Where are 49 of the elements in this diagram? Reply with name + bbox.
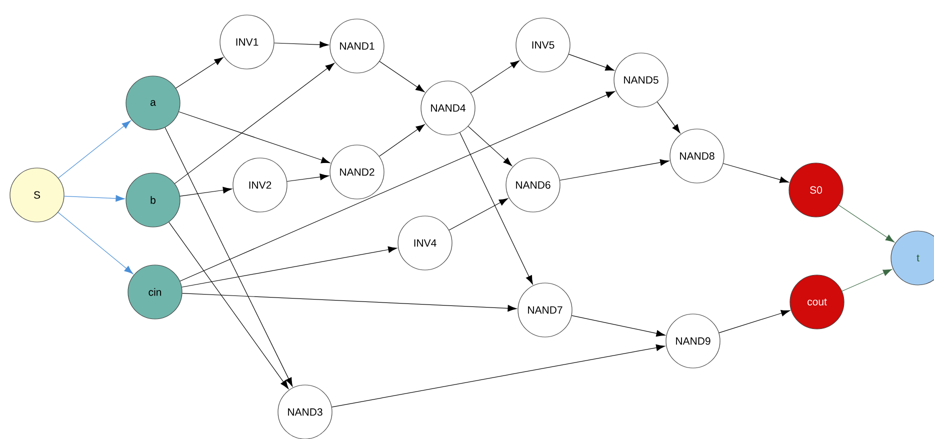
arrow bbox=[656, 102, 680, 134]
gate-node: INV1 bbox=[220, 14, 274, 70]
arrow bbox=[470, 60, 520, 94]
gate-node: INV4 bbox=[398, 216, 452, 270]
arrow bbox=[174, 62, 334, 184]
sink-node: t bbox=[890, 230, 934, 286]
gate-node: NAND1 bbox=[330, 18, 384, 74]
gate-node: NAND5 bbox=[614, 52, 668, 108]
output-node: S0 bbox=[788, 162, 844, 218]
arrow bbox=[58, 212, 134, 274]
arrow bbox=[460, 132, 533, 284]
arrow bbox=[274, 41, 329, 48]
source-node: S bbox=[10, 168, 64, 222]
gate-node: NAND2 bbox=[330, 144, 384, 200]
arrow bbox=[468, 126, 512, 166]
arrow bbox=[560, 159, 670, 181]
arrow bbox=[182, 246, 398, 288]
arrow bbox=[180, 91, 616, 282]
gate-node: NAND7 bbox=[518, 282, 572, 338]
arrow bbox=[286, 174, 329, 182]
arrow bbox=[842, 269, 892, 292]
arrow bbox=[180, 186, 232, 197]
gate-node: INV2 bbox=[232, 158, 288, 212]
arrow bbox=[176, 57, 224, 88]
input-node: a bbox=[126, 76, 180, 130]
gate-node: NAND8 bbox=[670, 128, 724, 184]
arrow bbox=[182, 292, 517, 312]
arrow bbox=[379, 124, 425, 157]
arrow bbox=[332, 344, 666, 408]
arrow bbox=[58, 120, 131, 178]
arrow bbox=[164, 127, 293, 387]
arrow bbox=[718, 310, 790, 334]
arrow bbox=[379, 61, 425, 92]
arrow bbox=[568, 54, 614, 71]
input-node: cin bbox=[128, 264, 182, 320]
arrow bbox=[571, 315, 666, 337]
gate-node: INV5 bbox=[516, 18, 570, 72]
arrow bbox=[838, 204, 894, 242]
arrow bbox=[448, 198, 508, 230]
gate-node: NAND6 bbox=[506, 158, 560, 212]
output-node: cout bbox=[790, 274, 844, 330]
gate-node: NAND3 bbox=[278, 384, 332, 439]
arrow bbox=[722, 163, 789, 184]
arrow bbox=[64, 195, 125, 202]
input-node: b bbox=[126, 172, 180, 228]
gate-node: NAND4 bbox=[420, 80, 476, 136]
arrow bbox=[168, 222, 289, 390]
arrow bbox=[178, 111, 330, 164]
gate-node: NAND9 bbox=[666, 314, 720, 368]
